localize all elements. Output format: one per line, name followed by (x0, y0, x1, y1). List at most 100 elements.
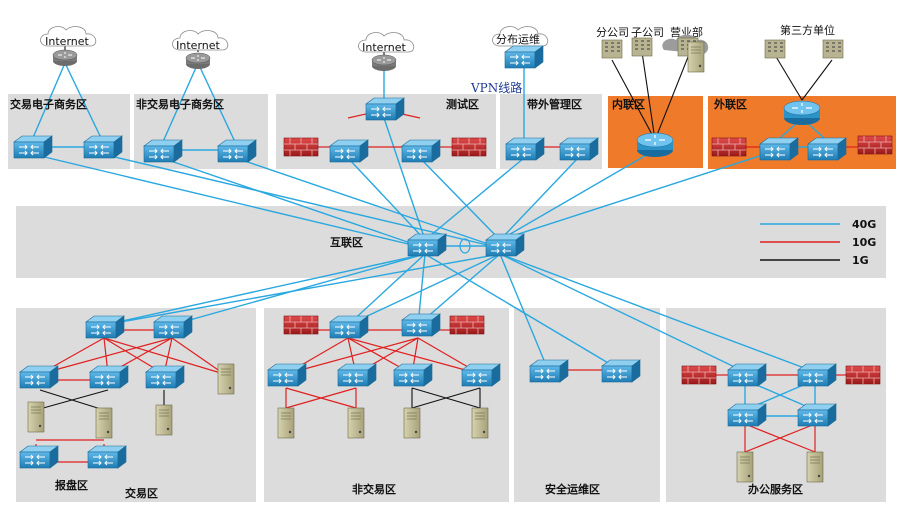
switch-icon (601, 359, 641, 383)
server-icon (736, 451, 754, 483)
switch-icon (19, 365, 59, 389)
core-router-icon (636, 132, 674, 158)
zone-office (666, 308, 886, 502)
zone-interconnect (16, 206, 886, 278)
internet-cloud-3: Internet (358, 32, 415, 72)
server-icon (95, 407, 113, 439)
svg-text:Internet: Internet (176, 39, 220, 52)
firewall-icon (845, 365, 881, 385)
core-router-icon (783, 100, 821, 126)
branch-sites: 分公司 子公司 营业部 (596, 25, 709, 158)
server-icon (277, 407, 295, 439)
switch-icon (329, 139, 369, 163)
firewall-icon (681, 365, 717, 385)
switch-icon (87, 445, 127, 469)
server-icon (687, 41, 705, 73)
router-icon (52, 49, 78, 67)
svg-text:Internet: Internet (362, 41, 406, 54)
server-icon (806, 451, 824, 483)
switch-icon (485, 233, 525, 257)
switch-icon (505, 137, 545, 161)
switch-icon (153, 315, 193, 339)
server-icon (347, 407, 365, 439)
switch-icon (807, 137, 847, 161)
svg-text:Internet: Internet (45, 35, 89, 48)
zone-label-test: 测试区 (446, 97, 479, 111)
switch-icon (337, 363, 377, 387)
switch-icon (504, 45, 544, 69)
router-icon (371, 54, 397, 72)
internet-cloud-2: Internet (172, 30, 229, 70)
switch-icon (145, 365, 185, 389)
zone-secops (514, 308, 660, 502)
switch-icon (529, 359, 569, 383)
firewall-icon (857, 135, 893, 155)
zone-label-interconnect: 互联区 (330, 235, 363, 249)
legend-label-1g: 1G (852, 254, 869, 267)
switch-icon (83, 135, 123, 159)
zone-label-office: 办公服务区 (748, 482, 803, 496)
switch-icon (365, 97, 405, 121)
switch-icon (329, 315, 369, 339)
zone-label-extranet: 外联区 (713, 97, 747, 111)
firewall-icon (711, 137, 747, 157)
zone-label-intranet: 内联区 (612, 97, 645, 111)
router-icon (185, 52, 211, 70)
switch-icon (267, 363, 307, 387)
firewall-icon (449, 315, 485, 335)
legend-label-40g: 40G (852, 218, 876, 231)
zone-nontrade (264, 308, 509, 502)
switch-icon (143, 139, 183, 163)
zone-label-quote: 报盘区 (55, 478, 88, 492)
server-icon (403, 407, 421, 439)
firewall-icon (451, 137, 487, 157)
branch-label: 分公司 (596, 26, 629, 39)
third-party-sites: 第三方单位 (764, 23, 844, 126)
switch-icon (797, 363, 837, 387)
switch-icon (89, 365, 129, 389)
server-icon (217, 363, 235, 395)
switch-icon (727, 403, 767, 427)
legend: 40G 10G 1G (760, 218, 876, 267)
links-1g (35, 40, 833, 411)
switch-icon (461, 363, 501, 387)
firewall-icon (283, 137, 319, 157)
svg-text:分布运维: 分布运维 (496, 33, 540, 46)
building-icon (822, 39, 844, 59)
server-icon (471, 407, 489, 439)
internet-cloud-1: Internet (40, 26, 97, 67)
firewall-icon (283, 315, 319, 335)
zone-label-trade-ecommerce: 交易电子商务区 (10, 97, 87, 111)
switch-icon (401, 139, 441, 163)
switch-icon (559, 137, 599, 161)
third-party-label: 第三方单位 (780, 23, 835, 37)
zone-label-trade: 交易区 (125, 486, 158, 500)
vpn-label: VPN线路 (470, 80, 522, 95)
switch-icon (401, 313, 441, 337)
sales-dept-label: 营业部 (670, 25, 703, 39)
building-icon (764, 39, 786, 59)
zone-label-nontrade-ecommerce: 非交易电子商务区 (136, 97, 224, 111)
zone-label-oob: 带外管理区 (527, 97, 582, 111)
building-icon (631, 37, 653, 57)
legend-label-10g: 10G (852, 236, 876, 249)
switch-icon (759, 137, 799, 161)
switch-icon (797, 403, 837, 427)
switch-icon (13, 135, 53, 159)
switch-icon (393, 363, 433, 387)
subsidiary-label: 子公司 (631, 26, 664, 39)
distributed-ops-cloud: 分布运维 (492, 26, 549, 69)
switch-icon (727, 363, 767, 387)
switch-icon (407, 233, 447, 257)
server-icon (27, 401, 45, 433)
building-icon (601, 39, 623, 59)
zone-backgrounds (8, 94, 896, 502)
switch-icon (85, 315, 125, 339)
zone-label-nontrade: 非交易区 (352, 482, 396, 496)
core-switches (407, 233, 525, 257)
switch-icon (19, 445, 59, 469)
server-icon (155, 404, 173, 436)
switch-icon (217, 139, 257, 163)
zone-label-secops: 安全运维区 (545, 482, 600, 496)
